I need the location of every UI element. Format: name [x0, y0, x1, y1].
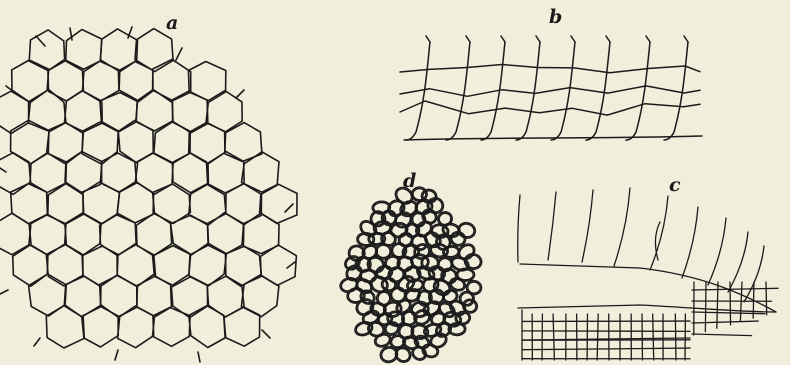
panel-a-label: a — [166, 14, 178, 33]
grid-cell-wall — [730, 282, 731, 325]
panel-c-label: c — [669, 176, 681, 195]
grid-cell-wall — [766, 282, 767, 315]
panel-b-label: b — [549, 8, 562, 27]
grid-cell-wall — [753, 282, 754, 318]
panel-d-label: d — [403, 172, 416, 191]
